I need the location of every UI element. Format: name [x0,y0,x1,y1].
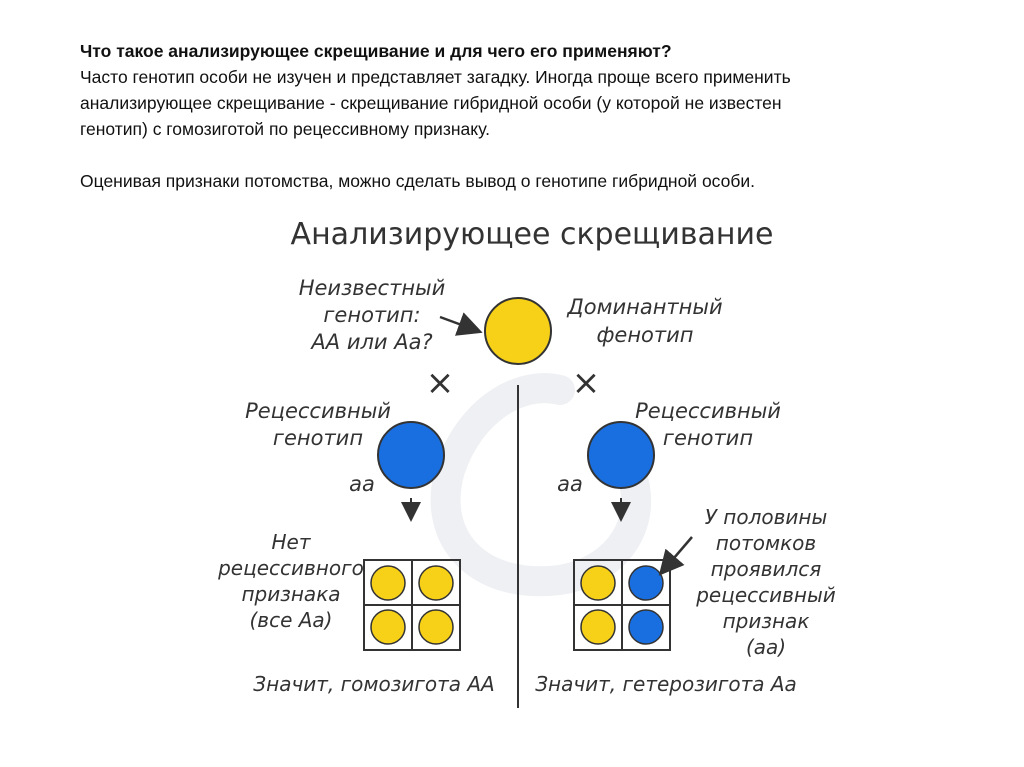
pointer-arrow [658,536,693,576]
unknown-genotype-label: генотип: [323,303,420,327]
left-conclusion: Значит, гомозигота АА [253,672,494,696]
recessive-genotype-label-right: генотип [663,426,753,450]
right-note: потомков [716,531,816,555]
offspring-circle [418,565,454,601]
left-note: Нет [272,530,312,554]
intro-heading: Что такое анализирующее скрещивание и дл… [80,41,672,61]
right-note: (аа) [746,635,786,659]
offspring-circle [628,565,664,601]
left-note: рецессивного [217,556,364,580]
left-note: признака [241,582,340,606]
recessive-genotype-label-right: Рецессивный [635,399,781,423]
recessive-parent-circle-left [377,421,445,489]
offspring-grid-left [363,559,461,651]
intro-line: Часто генотип особи не изучен и представ… [80,67,791,87]
right-note: рецессивный [695,583,836,607]
recessive-parent-circle-right [587,421,655,489]
offspring-grid-right [573,559,671,651]
dominant-parent-circle [484,297,552,365]
cross-symbol: × [572,363,601,403]
offspring-circle [370,565,406,601]
intro-conclusion: Оценивая признаки потомства, можно сдела… [80,171,756,191]
intro-line: генотип) с гомозиготой по рецессивному п… [80,119,490,139]
right-note: У половины [705,505,828,529]
offspring-circle [628,609,664,645]
diagram-title: Анализирующее скрещивание [291,217,774,252]
unknown-genotype-label: Неизвестный [299,276,446,300]
offspring-circle [580,609,616,645]
right-note: признак [723,609,810,633]
intro-line: анализирующее скрещивание - скрещивание … [80,93,782,113]
intro-paragraph: Часто генотип особи не изучен и представ… [80,64,980,142]
recessive-genotype-label-left: генотип [273,426,363,450]
pointer-arrow [439,312,483,336]
right-note: проявился [711,557,822,581]
dominant-phenotype-label: фенотип [596,323,693,347]
cross-symbol: × [426,363,455,403]
watermark-logo [430,373,652,597]
aa-label-right: аа [557,472,583,496]
right-conclusion: Значит, гетерозигота Аа [535,672,797,696]
aa-label-left: аа [349,472,375,496]
unknown-genotype-label: АА или Аа? [309,330,432,354]
offspring-circle [418,609,454,645]
intro-text: Что такое анализирующее скрещивание и дл… [80,38,980,194]
recessive-genotype-label-left: Рецессивный [245,399,391,423]
left-note: (все Аа) [250,608,333,632]
dominant-phenotype-label: Доминантный [566,295,722,319]
offspring-circle [370,609,406,645]
offspring-circle [580,565,616,601]
